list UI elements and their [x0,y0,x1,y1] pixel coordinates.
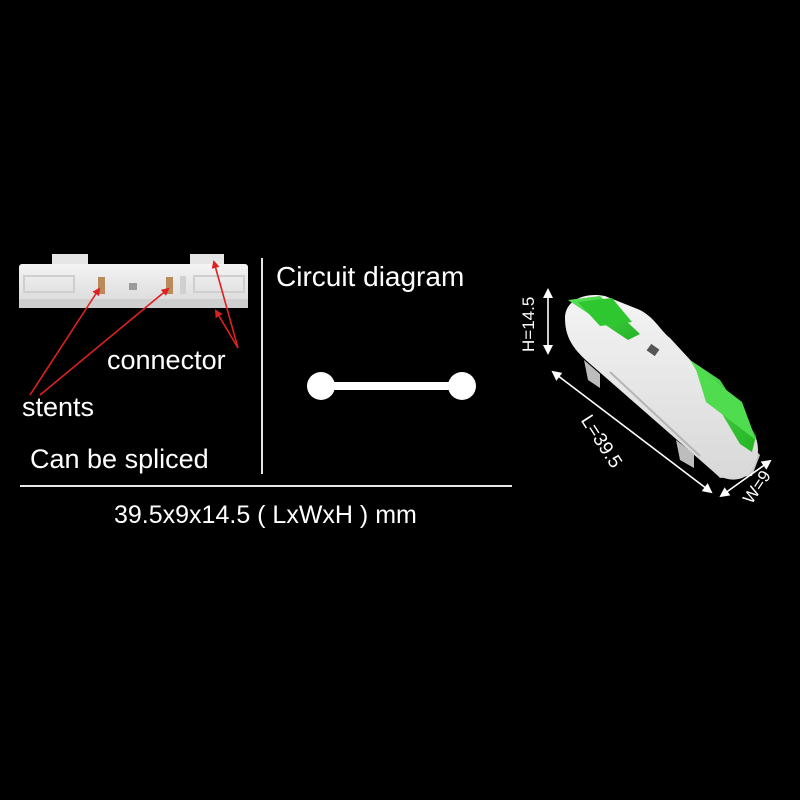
annotation-arrows [29,260,239,396]
width-dimension-line [719,459,772,498]
length-dimension-line [551,370,713,494]
dimensions-label: 39.5x9x14.5 ( LxWxH ) mm [114,501,417,529]
connector-top-view [19,254,248,308]
can-be-spliced-label: Can be spliced [30,444,209,474]
stents-label: stents [22,392,95,422]
connector-label: connector [107,345,226,375]
circuit-symbol [307,372,476,400]
height-label: H=14.5 [519,296,538,352]
circuit-diagram-label: Circuit diagram [276,261,465,292]
dimension-lines [543,288,772,498]
